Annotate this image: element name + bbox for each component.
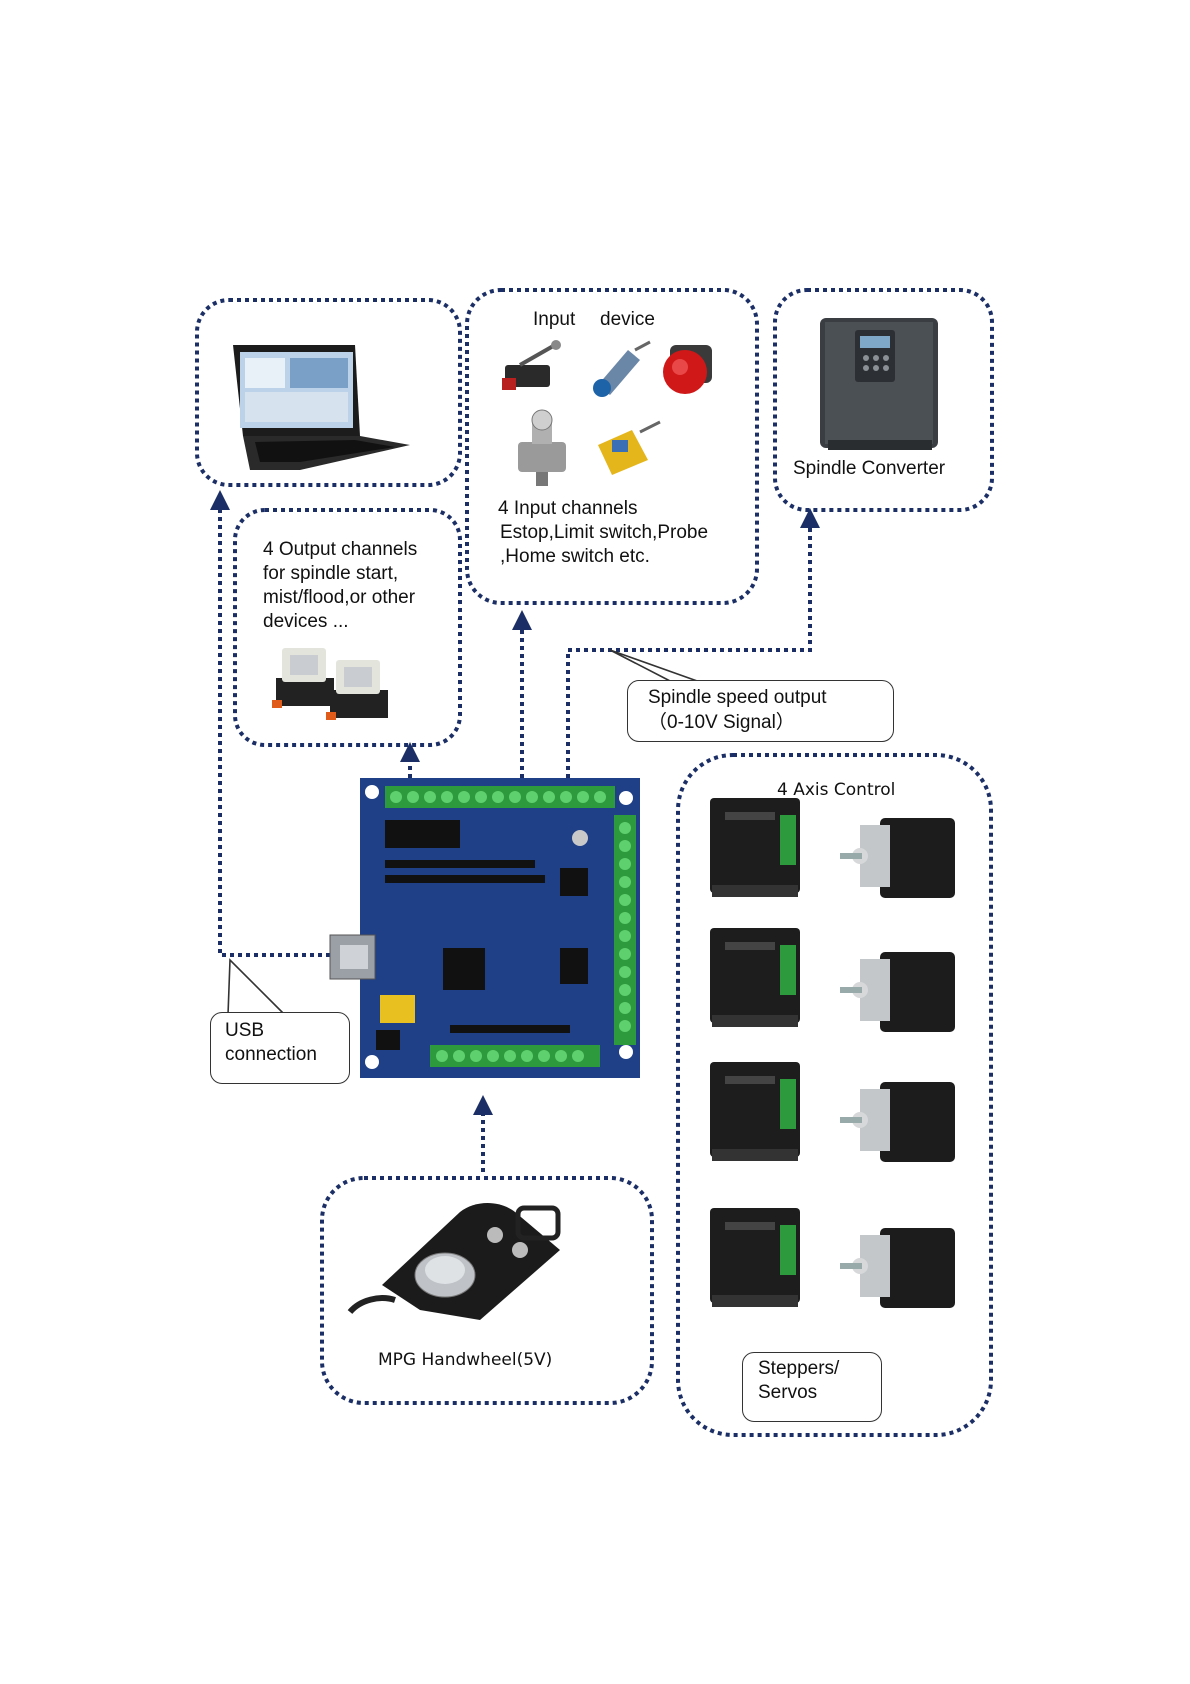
stepper-motor-icon — [840, 1082, 955, 1162]
axis-control-title: 4 Axis Control — [777, 778, 895, 802]
mpg-handwheel-icon — [350, 1203, 560, 1320]
stepper-motor-icon — [840, 952, 955, 1032]
inductive-sensor-icon — [598, 422, 660, 475]
proximity-sensor-icon — [593, 342, 650, 397]
input-channels-label: 4 Input channels — [498, 497, 637, 521]
spindle-speed-line2: （0-10V Signal） — [648, 711, 795, 735]
vfd-icon — [820, 318, 938, 450]
mpg-label: MPG Handwheel(5V) — [378, 1348, 552, 1372]
laptop-icon — [233, 345, 410, 470]
stepper-motor-icon — [840, 1228, 955, 1308]
spindle-callout-tail — [610, 650, 700, 682]
spindle-speed-line1: Spindle speed output — [648, 686, 827, 710]
steppers-line1: Steppers/ — [758, 1357, 839, 1381]
input-channels-list: Estop,Limit switch,Probe — [500, 521, 708, 545]
stepper-driver-icon — [710, 1208, 800, 1307]
input-channels-list-2: ,Home switch etc. — [500, 545, 650, 569]
usb-line2: connection — [225, 1043, 317, 1067]
spindle-converter-label: Spindle Converter — [793, 457, 945, 481]
output-channels-line4: devices ... — [263, 610, 349, 634]
relay-icon — [326, 660, 388, 720]
relay-icon — [272, 648, 334, 708]
probe-icon — [518, 410, 566, 486]
input-title-device: device — [600, 308, 655, 332]
output-channels-line3: mist/flood,or other — [263, 586, 415, 610]
output-channels-line1: 4 Output channels — [263, 538, 417, 562]
input-title-input: Input — [533, 308, 575, 332]
output-channels-line2: for spindle start, — [263, 562, 398, 586]
stepper-motor-icon — [840, 818, 955, 898]
emergency-stop-icon — [663, 345, 712, 394]
usb-line1: USB — [225, 1019, 264, 1043]
stepper-driver-icon — [710, 798, 800, 897]
steppers-line2: Servos — [758, 1381, 817, 1405]
usb-callout-tail — [228, 960, 285, 1015]
limit-switch-icon — [502, 340, 561, 390]
controller-board — [330, 778, 640, 1078]
stepper-driver-icon — [710, 1062, 800, 1161]
stepper-driver-icon — [710, 928, 800, 1027]
